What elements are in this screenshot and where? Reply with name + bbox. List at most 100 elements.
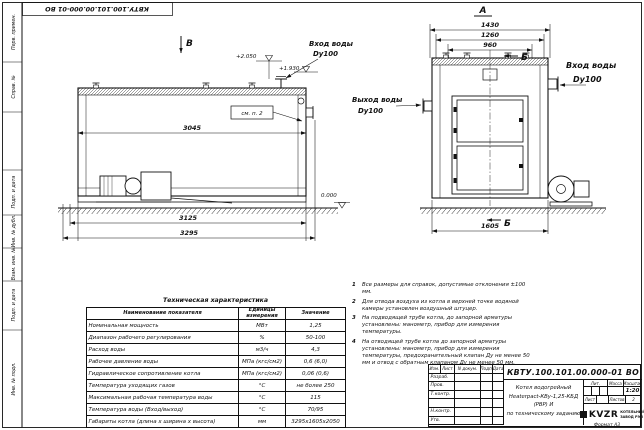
sight-glass	[297, 97, 305, 105]
view-b-label: В	[186, 39, 193, 49]
dim-side-overall: 3295	[180, 229, 199, 237]
spec-param: Рабочее давление воды	[86, 355, 239, 369]
note-number: 2	[352, 298, 356, 305]
lit-cell	[592, 387, 600, 396]
label-inlet-right-dn: Dy100	[573, 75, 602, 84]
spec-value: не более 250	[285, 379, 346, 393]
valve-icon	[92, 82, 100, 89]
spec-unit: °С	[238, 403, 286, 417]
title-block-sign-area: Изм. Лист N докум. Подп. Дата Разраб.Про…	[429, 365, 504, 426]
col-data: Дата	[493, 365, 503, 374]
col-ndokum: N докум.	[454, 365, 482, 374]
spec-param: Диапазон рабочего регулирования	[86, 331, 239, 345]
sheets-value: 2	[626, 396, 641, 404]
title-block-header-row: Изм. Лист N докум. Подп. Дата	[429, 365, 503, 374]
hinge	[453, 107, 457, 112]
blower-scroll	[547, 175, 575, 203]
spec-header-value: Значение	[285, 306, 346, 321]
sign-row-cell	[493, 374, 503, 383]
burner-housing	[140, 171, 172, 201]
mass-value	[608, 387, 624, 396]
title-block-right: Лит. Масса Масштаб 1:20 Лист Листов 2 KV…	[579, 380, 644, 425]
spec-unit: %	[238, 331, 286, 345]
dim-side-length: 3045	[183, 124, 202, 132]
inlet-nozzle	[547, 78, 558, 90]
spec-value: 70/95	[285, 403, 346, 417]
sign-row-label: Т.контр.	[429, 390, 455, 400]
label-inlet-top-dn: Dy100	[313, 50, 338, 58]
col-podp: Подп.	[481, 365, 494, 374]
outlet-nozzle	[423, 100, 433, 112]
spec-value: 1,25	[285, 319, 346, 333]
valve-icon	[463, 52, 471, 59]
sign-row-cell	[429, 399, 455, 408]
titleblock-sign-row: Т.контр.	[429, 390, 503, 400]
spec-value: 3295х1605х2050	[285, 415, 346, 429]
sign-row-cell	[493, 391, 503, 400]
spec-unit: МПа (кгс/см2)	[238, 367, 286, 381]
door-handle	[519, 118, 523, 122]
sign-row-cell	[481, 416, 494, 426]
section-b-label-top: Б	[521, 53, 528, 63]
spec-unit: °С	[238, 379, 286, 393]
blower-motor	[573, 180, 590, 198]
see-note-leader	[272, 111, 303, 122]
sign-row-cell	[454, 399, 482, 408]
titleblock-sign-row: Н.контр.	[429, 407, 503, 417]
dim-side-with-burner: 3125	[179, 214, 198, 222]
spec-unit: м3/ч	[238, 343, 286, 357]
sheets-label: Листов	[609, 396, 626, 404]
dim-front-inner: 960	[483, 41, 497, 49]
spec-title: Техническая характеристика	[162, 297, 269, 304]
product-name-line1: Котел водогрейный	[515, 385, 572, 391]
titleblock-sign-row: Утв.	[429, 416, 503, 426]
spec-value: 4,3	[285, 343, 346, 357]
kvzr-logo-text: KVZR	[588, 409, 619, 420]
spec-param: Гидравлическое сопротивление котла	[86, 367, 239, 381]
title-block: Изм. Лист N докум. Подп. Дата Разраб.Про…	[428, 364, 644, 427]
spec-param: Габариты котла (длина х ширина х высота)	[86, 415, 239, 429]
lit-label: Лит.	[584, 380, 608, 387]
ground-hatch-right	[420, 208, 606, 214]
spec-unit: МПа (кгс/см2)	[238, 355, 286, 369]
margin-label: Подп. и дата	[11, 176, 17, 209]
spec-table: Техническая характеристика Наименование …	[86, 297, 346, 429]
note-text: Для отвода воздуха из котла в верхней то…	[362, 298, 519, 312]
note-item: 2 Для отвода воздуха из котла в верхней т…	[352, 299, 534, 313]
sign-row-cell	[493, 417, 503, 426]
sheet-label: Лист	[584, 396, 597, 404]
hinge	[453, 128, 457, 133]
hinge	[453, 178, 457, 183]
spec-value: 0,06 (0,6)	[285, 367, 346, 381]
sign-row-cell	[454, 382, 482, 391]
margin-label: Инв. № подл.	[11, 362, 17, 395]
label-inlet-right: Вход воды	[566, 61, 617, 70]
product-name-line3: по техническому заданию	[506, 411, 581, 418]
spec-param: Максимальная рабочая температура воды	[86, 391, 239, 405]
spec-row: Габариты котла (длина х ширина х высота)…	[86, 415, 346, 429]
sign-row-cell	[493, 382, 503, 391]
sign-row-cell	[493, 408, 503, 417]
note-number: 3	[352, 315, 356, 322]
front-view-dimensions	[429, 24, 551, 234]
titleblock-sign-row	[429, 399, 503, 408]
outlet-leader	[395, 103, 422, 107]
spec-row: Диапазон рабочего регулирования%50-100	[86, 331, 346, 345]
spec-param: Температура воды (Вход/выход)	[86, 403, 239, 417]
kvzr-logo-subtext: КОТЕЛЬНЫЙ ЗАВОД РЭП	[620, 410, 644, 419]
scale-value: 1:20	[624, 388, 641, 396]
spec-param: Температура уходящих газов	[86, 379, 239, 393]
doc-code-flipped: КВТУ.100.101.00.000-01 ВО	[45, 5, 149, 13]
side-port	[305, 107, 314, 118]
view-a-label: А	[479, 6, 487, 16]
spec-grid: Наименование показателя Единицы измерени…	[86, 306, 346, 429]
